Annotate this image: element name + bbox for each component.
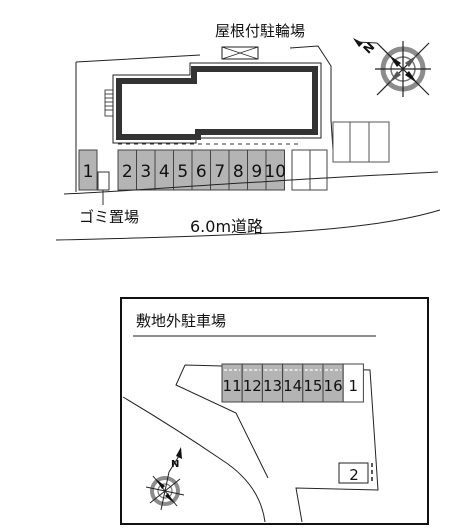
parking-space bbox=[78, 149, 98, 191]
bicycle-parking-cross bbox=[221, 46, 259, 60]
stairs bbox=[104, 89, 114, 117]
garbage-area-label: ゴミ置場 bbox=[79, 208, 139, 226]
offsite-space-number: 11 bbox=[223, 377, 242, 395]
site-boundary bbox=[75, 45, 334, 151]
compass-rose-small: N bbox=[145, 447, 185, 511]
parking-space-number: 2 bbox=[122, 162, 133, 182]
offsite-space-number: 14 bbox=[283, 377, 302, 395]
building-outline bbox=[116, 66, 318, 140]
compass-rose: N bbox=[353, 38, 431, 97]
offsite-space-number: 1 bbox=[349, 377, 359, 395]
parking-space-number: 5 bbox=[177, 162, 188, 182]
inset-frame bbox=[120, 297, 429, 525]
offsite-parking-title: 敷地外駐車場 bbox=[136, 312, 226, 330]
parking-space-number: 7 bbox=[214, 162, 225, 182]
offsite-space-number: 13 bbox=[263, 377, 282, 395]
parking-space bbox=[265, 149, 285, 191]
garbage-box bbox=[97, 171, 110, 191]
offsite-parking-space bbox=[342, 363, 364, 403]
parking-space-number: 10 bbox=[264, 162, 286, 182]
parking-space-number: 4 bbox=[159, 162, 170, 182]
parking-space-number: 3 bbox=[140, 162, 151, 182]
road-edge-bottom bbox=[55, 209, 441, 241]
extra-space-label: 2 bbox=[349, 466, 359, 484]
blank-space bbox=[309, 149, 328, 191]
parking-space-number: 8 bbox=[233, 162, 244, 182]
road-edge-top bbox=[63, 171, 439, 195]
road-label: 6.0m道路 bbox=[190, 217, 263, 236]
offsite-space-number: 15 bbox=[303, 377, 322, 395]
building-outer-outline bbox=[112, 62, 322, 144]
north-label-small: N bbox=[171, 459, 179, 470]
road-line bbox=[122, 396, 266, 523]
north-arrow-small bbox=[176, 447, 182, 459]
bicycle-parking-label: 屋根付駐輪場 bbox=[215, 22, 305, 40]
side-boxes bbox=[332, 121, 390, 163]
parking-space-number: 1 bbox=[83, 162, 94, 182]
extra-space bbox=[338, 462, 369, 484]
parking-space-number: 9 bbox=[251, 162, 262, 182]
parking-space-number: 6 bbox=[196, 162, 207, 182]
offsite-space-number: 16 bbox=[324, 377, 343, 395]
blank-space bbox=[291, 149, 311, 191]
offsite-space-number: 12 bbox=[243, 377, 262, 395]
